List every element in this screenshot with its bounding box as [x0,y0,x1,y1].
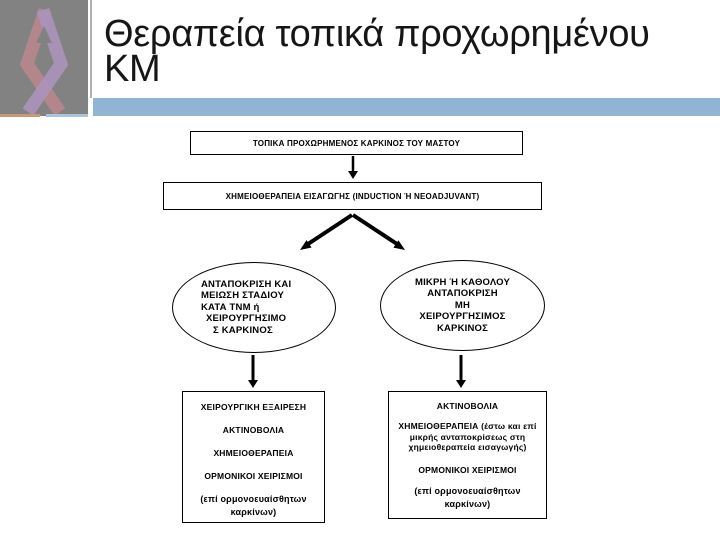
ellipse-line: ΜΕΙΩΣΗ ΣΤΑΔΙΟΥ [201,290,285,302]
ellipse-line: ΜΗ [454,299,471,311]
node-operable-treatment: ΧΕΙΡΟΥΡΓΙΚΗ ΕΞΑΙΡΕΣΗ ΑΚΤΙΝΟΒΟΛΙΑ ΧΗΜΕΙΟΘ… [182,391,325,523]
treatment-item: ΧΗΜΕΙΟΘΕΡΑΠΕΙΑ [213,448,294,458]
treatment-note: (επί ορμονοευαίσθητων καρκίνων) [200,494,307,517]
awareness-ribbon-icon [19,7,69,114]
slide-title: Θεραπεία τοπικά προχωρημένου ΚΜ [104,15,714,90]
arrow-top-to-induction-icon [348,156,358,179]
node-label: ΤΟΠΙΚΑ ΠΡΟΧΩΡΗΜΕΝΟΣ ΚΑΡΚΙΝΟΣ ΤΟΥ ΜΑΣΤΟΥ [252,138,461,148]
title-underline-bar [93,98,720,116]
treatment-item: ΧΕΙΡΟΥΡΓΙΚΗ ΕΞΑΙΡΕΣΗ [200,402,307,412]
thin-blue-accent-line [46,114,88,117]
ellipse-line: ΧΕΙΡΟΥΡΓΗΣΙΜΟΣ [419,311,506,323]
title-line-1: Θεραπεία τοπικά προχωρημένου [104,13,650,55]
treatment-item: ΟΡΜΟΝΙΚΟΙ ΧΕΙΡΙΣΜΟΙ [204,471,303,481]
treatment-item: ΟΡΜΟΝΙΚΟΙ ΧΕΙΡΙΣΜΟΙ [418,464,517,475]
ellipse-line: Σ ΚΑΡΚΙΝΟΣ [213,324,273,336]
node-inoperable-treatment: ΑΚΤΙΝΟΒΟΛΙΑ ΧΗΜΕΙΟΘΕΡΑΠΕΙΑ (έστω και επί… [388,391,547,519]
ellipse-line: ΑΝΤΑΠΟΚΡΙΣΗ ΚΑΙ [201,278,292,290]
ellipse-line: ΑΝΤΑΠΟΚΡΙΣΗ [427,288,498,300]
vertical-divider-line [90,0,92,98]
title-line-2: ΚΜ [104,48,161,90]
node-induction-chemotherapy: ΧΗΜΕΙΟΘΕΡΑΠΕΙΑ ΕΙΣΑΓΩΓΗΣ (INDUCTION Ή NE… [163,182,542,210]
ellipse-line: ΜΙΚΡΗ Ή ΚΑΘΟΛΟΥ [414,276,511,288]
node-response-downstaging: ΑΝΤΑΠΟΚΡΙΣΗ ΚΑΙ ΜΕΙΩΣΗ ΣΤΑΔΙΟΥ ΚΑΤΑ ΤΝΜ … [172,262,336,353]
ellipse-line: ΧΕΙΡΟΥΡΓΗΣΙΜΟ [206,313,287,325]
ellipse-line: ΚΑΡΚΙΝΟΣ [436,322,489,334]
arrow-split-right-icon [351,213,405,250]
treatment-item: ΧΗΜΕΙΟΘΕΡΑΠΕΙΑ (έστω και επί μικρής αντα… [398,421,537,452]
arrow-noresponse-to-radiation-icon [456,355,466,388]
treatment-item: ΑΚΤΙΝΟΒΟΛΙΑ [222,425,285,435]
slide-logo [0,0,88,116]
ellipse-line: ΚΑΤΑ ΤΝΜ ή [201,301,260,313]
node-no-response-inoperable: ΜΙΚΡΗ Ή ΚΑΘΟΛΟΥ ΑΝΤΑΠΟΚΡΙΣΗ ΜΗ ΧΕΙΡΟΥΡΓΗ… [380,260,545,351]
arrow-split-left-icon [300,213,354,250]
tan-accent-line [0,114,40,117]
arrow-response-to-surgery-icon [248,355,258,388]
treatment-item: ΑΚΤΙΝΟΒΟΛΙΑ [436,401,499,411]
node-locally-advanced-cancer: ΤΟΠΙΚΑ ΠΡΟΧΩΡΗΜΕΝΟΣ ΚΑΡΚΙΝΟΣ ΤΟΥ ΜΑΣΤΟΥ [190,131,523,155]
node-label: ΧΗΜΕΙΟΘΕΡΑΠΕΙΑ ΕΙΣΑΓΩΓΗΣ (INDUCTION Ή NE… [225,191,480,201]
treatment-note: (επί ορμονοευαίσθητων καρκίνων) [414,485,521,509]
